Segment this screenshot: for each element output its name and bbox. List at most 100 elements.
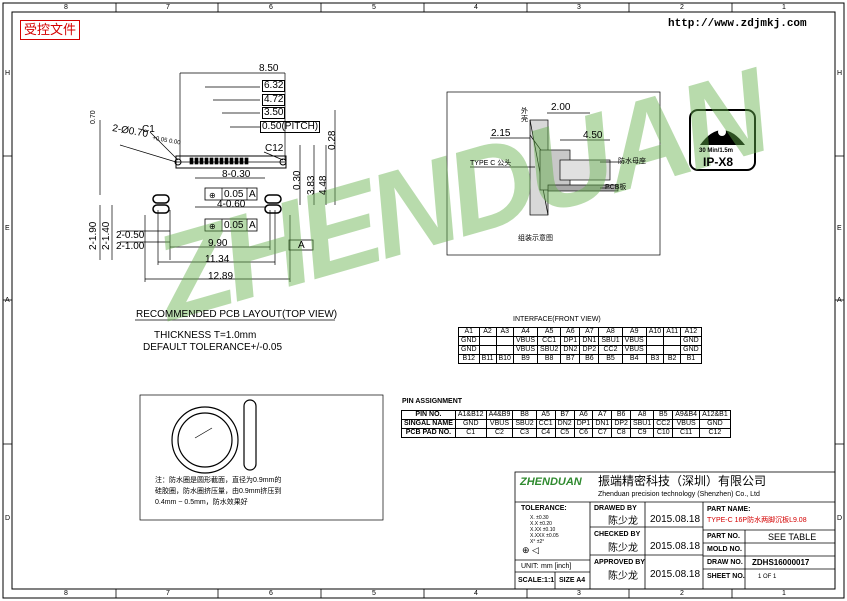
approved-by-label: APPROVED BY (594, 559, 645, 566)
table-cell: SINGAL NAME (401, 419, 456, 429)
ring-note-line-3: 0.4mm ~ 0.5mm，防水效果好 (155, 499, 248, 506)
table-cell: B10 (495, 354, 514, 364)
border-col-label: 4 (474, 4, 478, 11)
checked-date: 2015.08.18 (650, 541, 701, 552)
border-row-label: H (5, 70, 11, 77)
border-row-label: D (837, 515, 843, 522)
gtol-value-2: 0.05 (224, 220, 244, 231)
table-cell: A12&B1 (699, 410, 731, 420)
border-col-label: 7 (166, 4, 170, 11)
table-cell: VBUS (621, 336, 647, 346)
size-label: SIZE A4 (559, 577, 586, 584)
sheet-no-value: 1 OF 1 (758, 574, 777, 580)
tolerance-label: TOLERANCE: (521, 505, 567, 512)
table-cell: C9 (629, 428, 655, 438)
drawn-by-label: DRAWED BY (594, 505, 637, 512)
border-col-label: 8 (64, 4, 68, 11)
label-shell: 外壳 (521, 108, 528, 123)
table-cell: A8 (598, 327, 623, 337)
part-name-value: TYPE-C 16P防水两脚沉板L9.08 (707, 517, 807, 524)
table-cell: DN2 (554, 419, 575, 429)
dim-070: 0.70 (90, 110, 97, 124)
border-col-label: 6 (269, 4, 273, 11)
table-cell: A3 (495, 327, 514, 337)
table-cell: C6 (573, 428, 594, 438)
border-col-label: 4 (474, 590, 478, 597)
unit-label: UNIT: (521, 563, 539, 570)
projection-icon: ⊕ ◁ (522, 545, 539, 555)
table-cell: CC2 (653, 419, 674, 429)
table-cell: A4&B9 (485, 410, 514, 420)
table-cell: B7 (554, 410, 575, 420)
table-cell: B8 (512, 410, 537, 420)
checked-by-label: CHECKED BY (594, 531, 641, 538)
controlled-document-stamp: 受控文件 (20, 20, 81, 40)
table-cell: VBUS (512, 336, 539, 346)
table-cell: A5 (535, 410, 556, 420)
table-cell: SBU2 (512, 419, 537, 429)
approved-by-name: 陈少龙 (608, 571, 638, 582)
table-cell: DN2 (560, 345, 581, 355)
table-cell: GND (458, 336, 480, 346)
table-cell: A1 (458, 327, 480, 337)
table-cell: VBUS (621, 345, 647, 355)
border-row-label: D (5, 515, 11, 522)
dim-1134: 11.34 (205, 254, 230, 265)
table-cell: A5 (537, 327, 562, 337)
border-col-label: 1 (782, 590, 786, 597)
assembly-dim-215: 2.15 (491, 128, 511, 139)
table-cell: GND (680, 345, 702, 355)
dim-850: 8.50 (259, 63, 279, 74)
table-cell: B7 (560, 354, 581, 364)
website-link[interactable]: http://www.zdjmkj.com (668, 18, 807, 30)
table-cell: A10 (645, 327, 665, 337)
dim-472: 4.72 (262, 94, 286, 106)
table-cell: DP2 (611, 419, 631, 429)
dim-350: 3.50 (262, 107, 286, 119)
table-cell: B6 (579, 354, 600, 364)
table-cell: B8 (537, 354, 562, 364)
layout-title: RECOMMENDED PCB LAYOUT(TOP VIEW) (136, 309, 338, 320)
drawn-date: 2015.08.18 (650, 514, 701, 525)
label-c12: C12 (265, 143, 284, 154)
table-cell: A11 (663, 327, 682, 337)
approved-date: 2015.08.18 (650, 569, 701, 580)
table-cell (645, 336, 665, 346)
table-cell: GND (454, 419, 487, 429)
border-col-label: 5 (372, 590, 376, 597)
table-cell: B11 (478, 354, 497, 364)
label-typec-plug: TYPE C 公头 (470, 160, 512, 167)
table-cell (495, 345, 514, 355)
assembly-dim-200: 2.00 (551, 102, 571, 113)
dim-383: 3.83 (306, 175, 317, 195)
table-cell: DP2 (579, 345, 600, 355)
unit-value: mm [inch] (541, 563, 572, 570)
border-row-label: E (5, 225, 10, 232)
table-cell: DN1 (579, 336, 600, 346)
mold-no-label: MOLD NO. (707, 546, 742, 553)
border-col-label: 2 (680, 590, 684, 597)
table-cell: SBU1 (598, 336, 623, 346)
table-cell: CC1 (535, 419, 556, 429)
position-icon: ⊕ (209, 191, 216, 200)
dim-4x060: 4-0.60 (217, 199, 246, 210)
draw-no-label: DRAW NO. (707, 559, 743, 566)
table-cell (645, 345, 665, 355)
table-cell: A12 (680, 327, 702, 337)
table-cell: A8 (629, 410, 655, 420)
table-cell: C11 (672, 428, 701, 438)
gtol-datum-1: A (249, 189, 256, 200)
table-cell: C12 (699, 428, 731, 438)
table-cell: A2 (478, 327, 497, 337)
table-cell: VBUS (485, 419, 514, 429)
border-col-label: 1 (782, 4, 786, 11)
tolerance-note: DEFAULT TOLERANCE+/-0.05 (143, 342, 283, 353)
assembly-caption: 组装示意图 (518, 235, 553, 242)
ring-note-line-2: 硅胶圈，防水圈挤压量，由0.9mm挤压到 (155, 488, 282, 495)
table-cell: A7 (579, 327, 600, 337)
table-cell: DP1 (560, 336, 581, 346)
